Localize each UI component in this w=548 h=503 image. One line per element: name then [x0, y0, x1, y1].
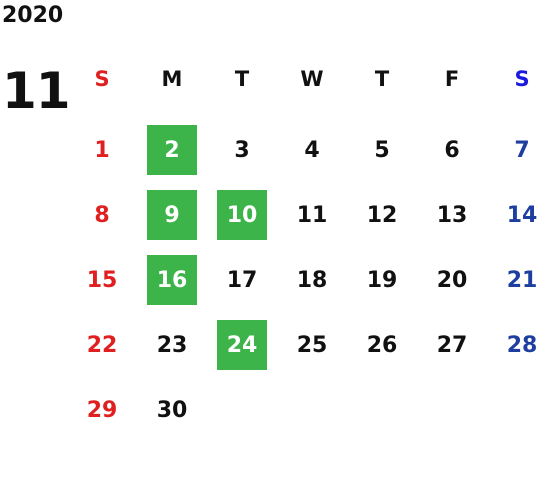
weekday-header-row: S M T W T F S: [67, 54, 548, 104]
day-cell[interactable]: 7: [514, 137, 530, 163]
day-cell[interactable]: 29: [86, 397, 118, 423]
day-cell: [217, 385, 267, 435]
day-cell[interactable]: 23: [156, 332, 188, 358]
day-cell[interactable]: 5: [374, 137, 390, 163]
day-cell[interactable]: 30: [156, 397, 188, 423]
day-cell[interactable]: 22: [86, 332, 118, 358]
day-cell[interactable]: 20: [436, 267, 468, 293]
week-row: 22 23 24 25 26 27 28: [67, 320, 548, 370]
day-cell[interactable]: 19: [366, 267, 398, 293]
week-row: 29 30: [67, 385, 548, 435]
day-cell[interactable]: 12: [366, 202, 398, 228]
weekday-header: S: [94, 67, 110, 91]
day-cell[interactable]: 15: [86, 267, 118, 293]
week-row: 15 16 17 18 19 20 21: [67, 255, 548, 305]
weekday-header: M: [161, 67, 183, 91]
day-cell[interactable]: 28: [506, 332, 538, 358]
day-cell[interactable]: 26: [366, 332, 398, 358]
weekday-header: S: [514, 67, 530, 91]
day-cell[interactable]: 25: [296, 332, 328, 358]
week-row: 1 2 3 4 5 6 7: [67, 125, 548, 175]
year-label: 2020: [2, 3, 64, 28]
day-cell[interactable]: 24: [217, 320, 267, 370]
day-cell[interactable]: 11: [296, 202, 328, 228]
day-cell[interactable]: 8: [94, 202, 110, 228]
day-cell: [357, 385, 407, 435]
day-cell[interactable]: 18: [296, 267, 328, 293]
month-number: 11: [2, 62, 71, 120]
weekday-header: T: [234, 67, 250, 91]
day-cell[interactable]: 17: [226, 267, 258, 293]
day-cell[interactable]: 3: [234, 137, 250, 163]
day-cell[interactable]: 2: [147, 125, 197, 175]
day-cell: [497, 385, 547, 435]
weekday-header: F: [444, 67, 460, 91]
day-cell[interactable]: 13: [436, 202, 468, 228]
day-cell[interactable]: 6: [444, 137, 460, 163]
day-cell[interactable]: 1: [94, 137, 110, 163]
day-cell[interactable]: 14: [506, 202, 538, 228]
day-cell[interactable]: 4: [304, 137, 320, 163]
day-cell[interactable]: 10: [217, 190, 267, 240]
day-cell[interactable]: 21: [506, 267, 538, 293]
day-cell: [427, 385, 477, 435]
day-cell[interactable]: 27: [436, 332, 468, 358]
day-cell[interactable]: 16: [147, 255, 197, 305]
day-cell: [287, 385, 337, 435]
week-row: 8 9 10 11 12 13 14: [67, 190, 548, 240]
weekday-header: T: [374, 67, 390, 91]
day-cell[interactable]: 9: [147, 190, 197, 240]
weekday-header: W: [300, 67, 324, 91]
